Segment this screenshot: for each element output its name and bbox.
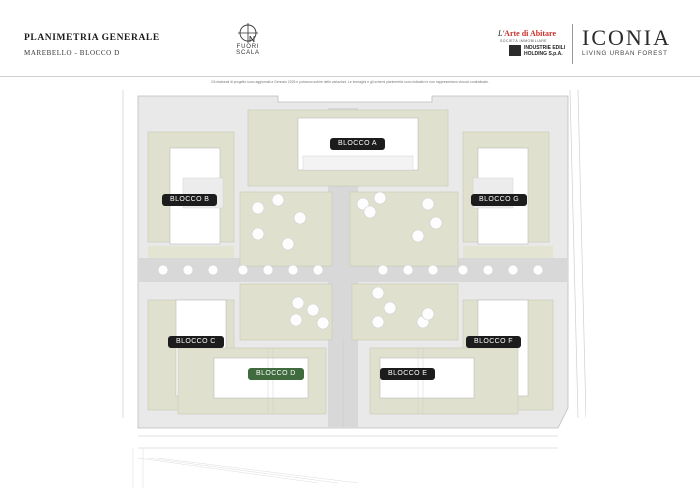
scale-label: FUORI SCALA [236,44,260,56]
disclaimer-text: Gli elaborati di progetto sono aggiornat… [211,80,489,84]
site-plan-map [122,89,586,488]
product-logo: ICONIA [582,25,671,50]
product-tagline: LIVING URBAN FOREST [582,50,668,57]
brand-logo-arte-di-abitare: L'Arte di Abitare [498,29,557,38]
block-label-a[interactable]: BLOCCO A [330,138,385,150]
block-label-b[interactable]: BLOCCO B [162,194,218,206]
page-title: PLANIMETRIA GENERALE [24,33,160,43]
header-divider [0,76,700,77]
block-label-f[interactable]: BLOCCO F [466,336,521,348]
block-label-d[interactable]: BLOCCO D [248,368,304,380]
block-label-g[interactable]: BLOCCO G [471,194,528,206]
page-subtitle: MAREBELLO - BLOCCO D [24,49,120,57]
block-label-e[interactable]: BLOCCO E [380,368,436,380]
logo-divider [572,24,573,64]
north-arrow-icon [238,23,258,43]
brand-logo-industrie-edili: INDUSTRIE EDILI HOLDING S.p.A. [524,45,566,57]
building-logo-icon [509,45,521,56]
block-label-c[interactable]: BLOCCO C [168,336,224,348]
header: PLANIMETRIA GENERALE MAREBELLO - BLOCCO … [0,0,700,76]
brand-tagline: SOCIETÀ IMMOBILIARE [500,39,547,43]
